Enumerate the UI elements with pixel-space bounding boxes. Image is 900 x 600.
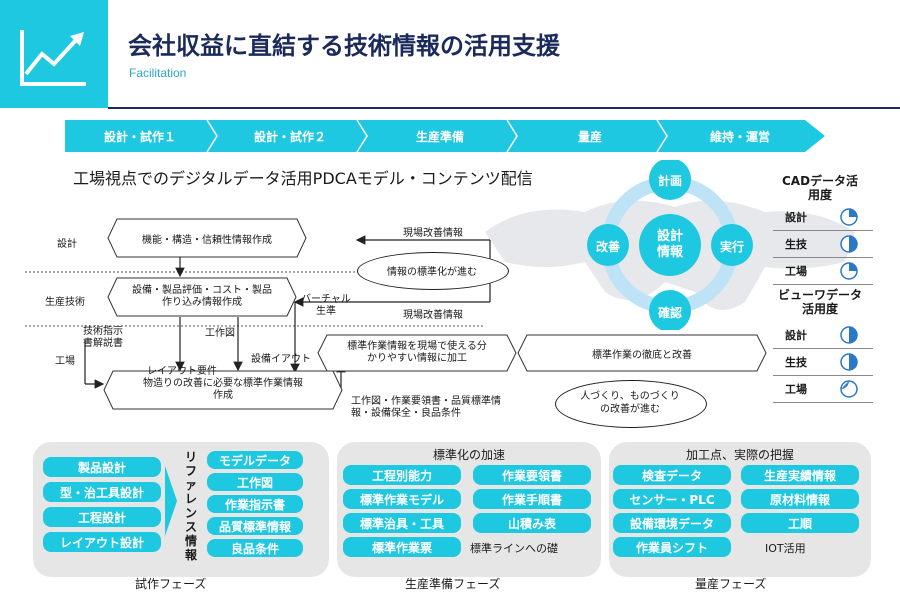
label-layout-requirements: レイアウト要件 xyxy=(147,366,217,377)
prep-item-standard-work-model: 標準作業モデル xyxy=(343,489,461,509)
pie-icon xyxy=(840,353,858,371)
pie-icon xyxy=(840,235,858,253)
prep-title: 標準化の加速 xyxy=(432,448,505,462)
label-work-drawing: 工作図 xyxy=(205,328,235,339)
flow-box-field-friendly-info xyxy=(317,334,517,372)
trial-phase-footer: 試作フェーズ xyxy=(135,577,207,591)
flow-box-standard-work-creation-label: 物造りの改善に必要な標準作業情報 作成 xyxy=(143,378,303,401)
util-row: 生技 xyxy=(773,349,873,376)
prep-note: 標準ラインへの礎 xyxy=(470,542,558,555)
util-row-label: 工場 xyxy=(785,383,807,396)
util-row-label: 設計 xyxy=(785,329,807,342)
pie-icon xyxy=(840,208,858,226)
prep-item-work-manual: 作業要領書 xyxy=(473,465,591,485)
util-row: 工場 xyxy=(773,258,873,285)
util-row-label: 生技 xyxy=(785,356,807,369)
mass-item-equipment-env-data: 設備環境データ xyxy=(613,513,731,533)
phase-bar: 設計・試作１ 設計・試作２ 生産準備 量産 維持・運営 xyxy=(65,120,825,152)
prep-item-load-chart: 山積み表 xyxy=(473,513,591,533)
mass-item-raw-material-info: 原材料情報 xyxy=(741,489,859,509)
flow-box-field-friendly-info-label: 標準作業情報を現場で使える分 かりやすい情報に加工 xyxy=(347,341,487,364)
diagram-area: 設計・試作１ 設計・試作２ 生産準備 量産 維持・運営 工場視点でのデジタルデー… xyxy=(25,112,875,597)
phase-design-trial-2: 設計・試作２ xyxy=(253,129,326,144)
flow-box-equipment-evaluation-label: 設備・製品評価・コスト・製品 作り込み情報作成 xyxy=(132,285,272,308)
ellipse-standardization-label: 情報の標準化が進む xyxy=(387,266,477,278)
label-kaizen-info-2: 現場改善情報 xyxy=(403,310,463,321)
prep-item-work-procedure: 作業手順書 xyxy=(473,489,591,509)
prep-item-process-capability: 工程別能力 xyxy=(343,465,461,485)
header-divider xyxy=(108,107,900,109)
mass-item-inspection-data: 検査データ xyxy=(613,465,731,485)
prep-item-standard-jig-tool: 標準治具・工具 xyxy=(343,513,461,533)
row-label-design: 設計 xyxy=(57,239,77,250)
ellipse-people-manufacturing xyxy=(555,380,707,428)
trial-ref-good-conditions: 良品条件 xyxy=(207,539,303,557)
cad-utilization-title: CADデータ活 用度 xyxy=(781,174,859,202)
page-subtitle: Facilitation xyxy=(129,66,187,80)
phase-maintenance: 維持・運営 xyxy=(709,129,770,144)
util-row-label: 工場 xyxy=(785,265,807,278)
cad-utilization-table: 設計 生技 工場 xyxy=(773,204,873,285)
flow-box-standard-work-improvement-label: 標準作業の徹底と改善 xyxy=(592,349,692,361)
label-virtual-production-prep: バーチャル 生準 xyxy=(301,294,351,317)
row-label-production-engineering: 生産技術 xyxy=(45,297,85,308)
pie-icon xyxy=(840,326,858,344)
flow-box-function-structure-label: 機能・構造・信頼性情報作成 xyxy=(142,234,272,246)
mass-title: 加工点、実際の把握 xyxy=(685,448,794,462)
mass-item-routing: 工順 xyxy=(741,513,859,533)
pdca-headline: 工場視点でのデジタルデータ活用PDCAモデル・コンテンツ配信 xyxy=(73,169,533,188)
util-row-label: 生技 xyxy=(785,238,807,251)
row-label-factory: 工場 xyxy=(55,356,75,367)
mass-item-sensor-plc: センサー・PLC xyxy=(613,489,731,509)
mass-item-worker-shift: 作業員シフト xyxy=(613,537,731,557)
mass-note: IOT活用 xyxy=(765,542,806,555)
label-equipment-layout: 設備イアウト xyxy=(251,354,311,365)
util-row: 生技 xyxy=(773,231,873,258)
mass-phase-footer: 量産フェーズ xyxy=(695,577,767,591)
ellipse-standardization xyxy=(357,252,509,290)
pie-icon xyxy=(840,262,858,280)
reference-info-label: リファレンス情報 xyxy=(185,450,198,562)
flow-box-function-structure xyxy=(107,218,307,258)
pie-icon xyxy=(840,380,858,398)
page-title: 会社収益に直結する技術情報の活用支援 xyxy=(128,32,560,60)
pdca-cycle: 設計 情報 計画 実行 確認 改善 xyxy=(585,160,755,330)
util-row: 設計 xyxy=(773,322,873,349)
trial-item-process-design: 工程設計 xyxy=(43,507,161,527)
pdca-check: 確認 xyxy=(657,305,682,320)
phase-design-trial-1: 設計・試作１ xyxy=(103,129,176,144)
mass-item-production-results: 生産実績情報 xyxy=(741,465,859,485)
trial-ref-model-data: モデルデータ xyxy=(207,451,303,469)
trial-item-product-design: 製品設計 xyxy=(43,457,161,477)
pdca-plan: 計画 xyxy=(657,173,682,188)
label-bottom-documents: 工作図・作業要領書・品質標準情 報・設備保全・良品条件 xyxy=(351,396,501,419)
label-kaizen-info-1: 現場改善情報 xyxy=(403,228,463,239)
flow-box-equipment-evaluation xyxy=(107,277,297,317)
phase-production-prep: 生産準備 xyxy=(415,129,464,144)
util-row-label: 設計 xyxy=(785,211,807,224)
prep-item-standard-work-sheet: 標準作業票 xyxy=(343,537,461,557)
pdca-do: 実行 xyxy=(719,239,744,254)
util-row: 設計 xyxy=(773,204,873,231)
chart-trend-icon xyxy=(0,0,108,108)
phase-mass-production: 量産 xyxy=(577,129,602,144)
ellipse-people-manufacturing-label: 人づくり、ものづくり の改善が進む xyxy=(580,391,680,415)
pdca-act: 改善 xyxy=(595,239,620,254)
flow-box-standard-work-improvement xyxy=(517,334,767,372)
arrow-right-icon xyxy=(165,466,177,536)
prep-phase-footer: 生産準備フェーズ xyxy=(405,577,501,591)
trial-ref-quality-standard: 品質標準情報 xyxy=(207,517,303,535)
viewer-utilization-table: 設計 生技 工場 xyxy=(773,322,873,403)
trial-ref-work-drawing: 工作図 xyxy=(207,473,303,491)
viewer-utilization-title: ビューワデータ 活用度 xyxy=(777,288,862,316)
row-label-instruction-manual: 技術指示 書解説書 xyxy=(83,326,123,349)
util-row: 工場 xyxy=(773,376,873,403)
trial-item-layout-design: レイアウト設計 xyxy=(43,532,161,552)
trial-item-die-jig-design: 型・治工具設計 xyxy=(43,482,161,502)
pdca-center-design-info: 設計 情報 xyxy=(656,229,683,260)
trial-ref-work-instruction: 作業指示書 xyxy=(207,495,303,513)
